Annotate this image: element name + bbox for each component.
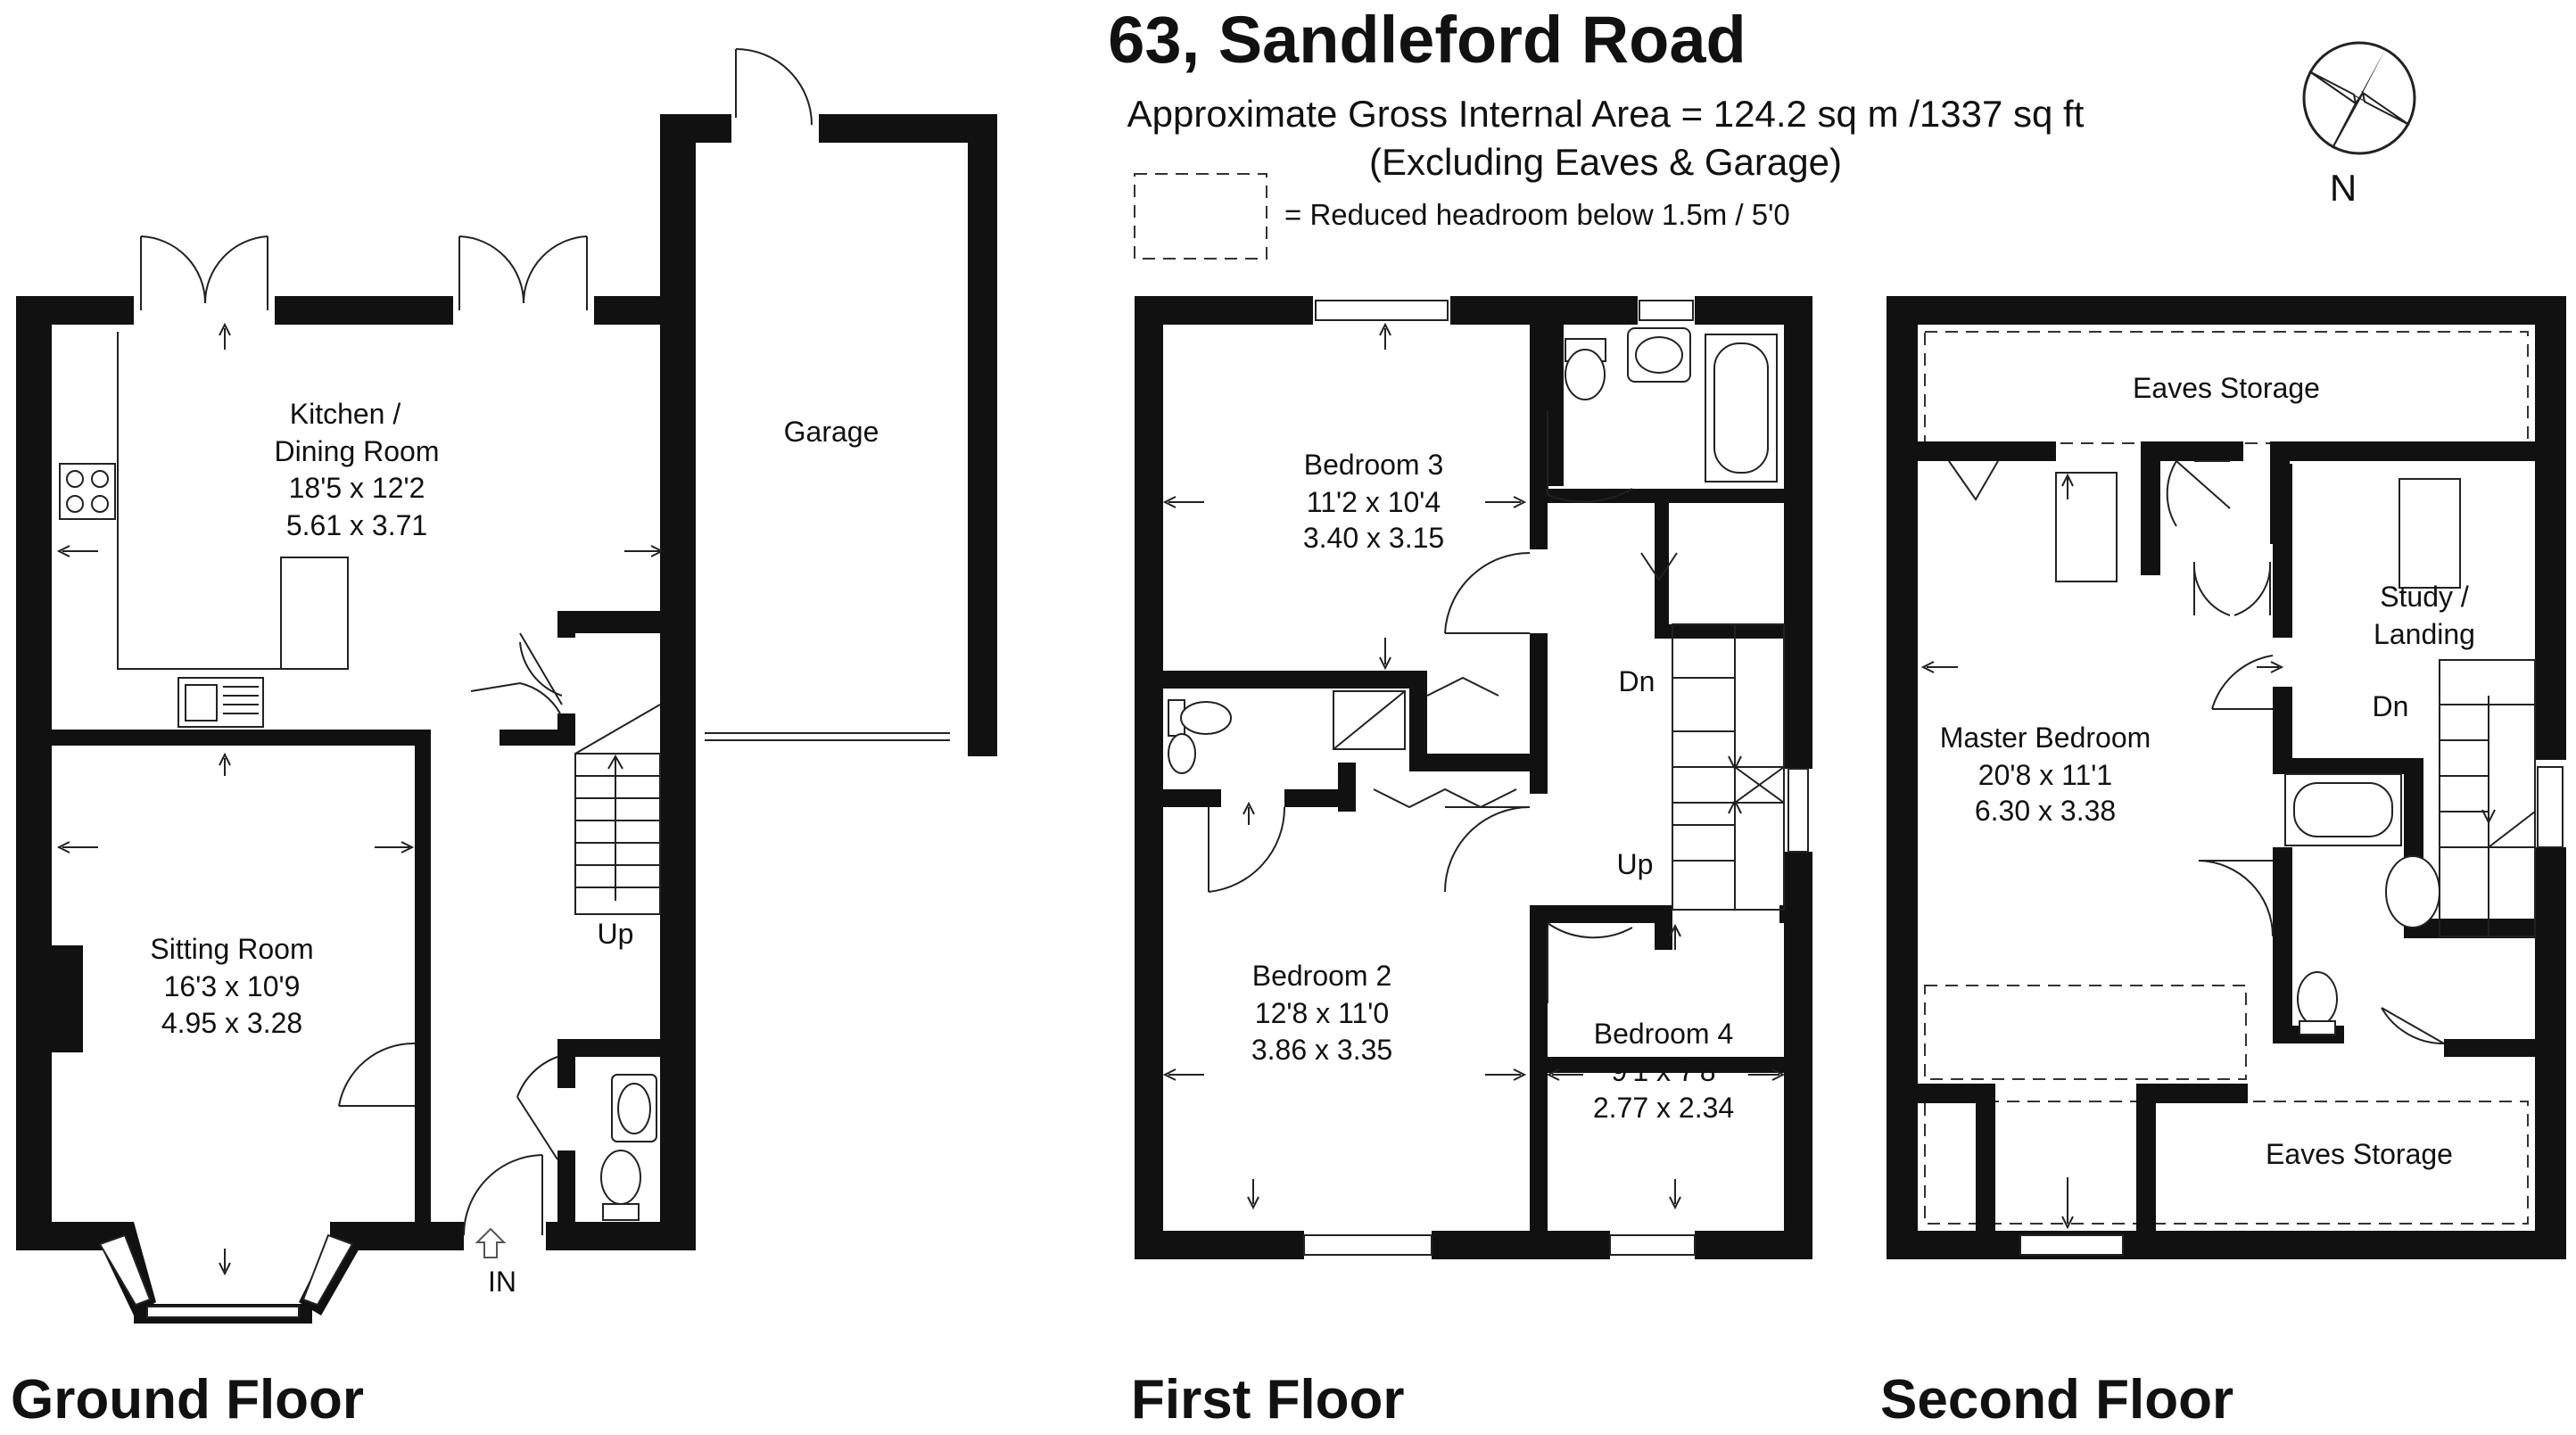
study-skylight (2398, 478, 2461, 589)
bedroom4-label: Bedroom 4 (1594, 1018, 1734, 1050)
bedroom3-label: Bedroom 3 (1304, 449, 1444, 481)
master-bedroom-label: Master Bedroom (1940, 722, 2151, 754)
entrance-arrow-icon (475, 1227, 507, 1258)
second-basin-icon (2385, 855, 2440, 928)
ensuite-basin-icon (1168, 733, 1196, 774)
ground-stairs (574, 704, 661, 915)
sitting-room-metric: 4.95 x 3.28 (161, 1007, 302, 1039)
first-bath-toilet-icon (1565, 338, 1606, 400)
garage-side-door (735, 48, 813, 126)
kitchen-french-doors (140, 235, 588, 310)
second-bathtub-icon (2284, 773, 2402, 846)
study-landing-label-2: Landing (2374, 618, 2475, 650)
bedroom2-metric: 3.86 x 3.35 (1251, 1034, 1392, 1066)
hob-icon (59, 463, 116, 520)
garage-label: Garage (784, 416, 879, 448)
second-floor-plan: Eaves Storage Study / Landing Master Bed… (1880, 296, 2566, 1431)
ground-stairs-up-label: Up (598, 918, 634, 950)
bedroom3-imperial: 11'2 x 10'4 (1307, 486, 1441, 518)
first-floor-title: First Floor (1131, 1369, 1405, 1431)
bay-window (98, 1233, 354, 1318)
ensuite-shower-icon (1333, 690, 1406, 750)
compass-icon (2302, 41, 2416, 155)
bedroom2-label: Bedroom 2 (1252, 960, 1392, 992)
kitchen-metric: 5.61 x 3.71 (286, 509, 427, 541)
ground-floor-plan: Kitchen / Dining Room 18'5 x 12'2 5.61 x… (11, 48, 997, 1431)
ground-wc-basin-icon (611, 1074, 657, 1142)
first-dimension-arrows (1162, 322, 1786, 1210)
second-stairs-down-label: Dn (2373, 690, 2409, 722)
kitchen-imperial: 18'5 x 12'2 (289, 472, 425, 504)
ensuite-toilet-icon (1168, 699, 1232, 737)
bedroom4-imperial: 9'1 x 7'8 (1611, 1055, 1715, 1087)
first-floor-plan: Bedroom 3 11'2 x 10'4 3.40 x 3.15 Bedroo… (1131, 296, 1812, 1431)
eaves-storage-top-label: Eaves Storage (2133, 372, 2320, 404)
sitting-room-label: Sitting Room (150, 933, 313, 965)
first-stairs-down-label: Dn (1619, 665, 1655, 697)
kitchen-label-1: Kitchen / (290, 398, 401, 430)
second-stairs (2439, 659, 2536, 937)
first-stairs-up-label: Up (1617, 848, 1654, 880)
second-dimension-arrows (1920, 473, 2284, 1230)
dimension-arrows (56, 322, 665, 1276)
kitchen-sink-icon (178, 677, 264, 728)
bedroom3-metric: 3.40 x 3.15 (1303, 522, 1444, 554)
reduced-headroom-legend-box (1134, 173, 1267, 260)
eaves-storage-bottom-area (1924, 1101, 2529, 1225)
reduced-headroom-legend-text: = Reduced headroom below 1.5m / 5'0 (1284, 198, 1790, 231)
kitchen-label-2: Dining Room (275, 435, 440, 467)
first-stairs (1672, 623, 1785, 911)
bedroom4-metric: 2.77 x 2.34 (1593, 1092, 1734, 1124)
entrance-label: IN (488, 1266, 516, 1298)
sitting-room-imperial: 16'3 x 10'9 (164, 970, 301, 1002)
master-bedroom-imperial: 20'8 x 11'1 (1978, 759, 2112, 791)
second-toilet-icon (2297, 971, 2338, 1035)
fireplace (49, 945, 83, 1052)
exclusion-note: (Excluding Eaves & Garage) (1369, 141, 1842, 183)
ground-toilet-icon (600, 1150, 641, 1221)
bedroom2-imperial: 12'8 x 11'0 (1255, 997, 1389, 1029)
ground-floor-title: Ground Floor (11, 1369, 364, 1431)
master-skylight (2055, 472, 2118, 582)
first-bathtub-icon (1705, 334, 1778, 482)
eaves-storage-bottom-label: Eaves Storage (2266, 1138, 2453, 1170)
second-floor-title: Second Floor (1880, 1369, 2233, 1431)
property-title: 63, Sandleford Road (1108, 3, 1746, 77)
study-landing-label-1: Study / (2380, 581, 2469, 613)
first-bath-basin-icon (1627, 327, 1691, 383)
master-bedroom-metric: 6.30 x 3.38 (1975, 795, 2116, 827)
compass-north-label: N (2330, 167, 2357, 209)
gross-area-text: Approximate Gross Internal Area = 124.2 … (1127, 93, 2085, 135)
master-reduced-headroom-area (1924, 985, 2247, 1080)
